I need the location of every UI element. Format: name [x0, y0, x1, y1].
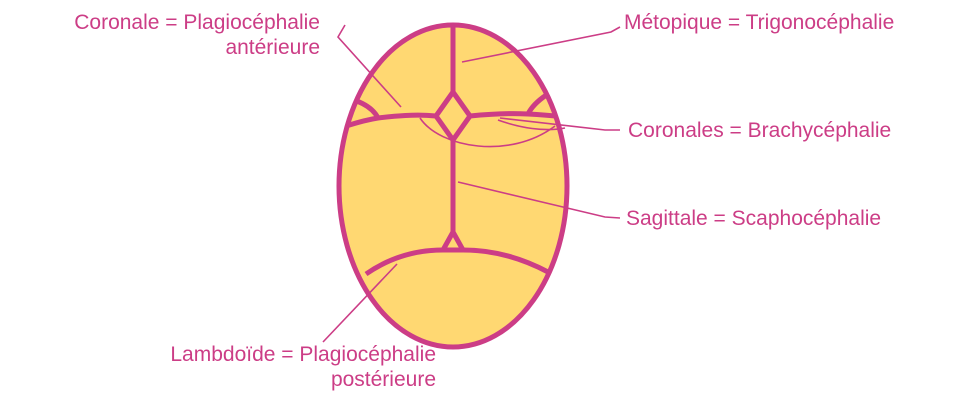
- label-lambdoide-line1: Lambdoïde = Plagiocéphalie: [100, 342, 436, 367]
- label-coronale-line2: antérieure: [10, 35, 320, 60]
- label-sagittale: Sagittale = Scaphocéphalie: [626, 206, 881, 231]
- label-lambdoide: Lambdoïde = Plagiocéphalie postérieure: [100, 342, 436, 392]
- label-coronale: Coronale = Plagiocéphalie antérieure: [10, 10, 320, 60]
- label-sagittale-text: Sagittale = Scaphocéphalie: [626, 207, 881, 230]
- label-coronales: Coronales = Brachycéphalie: [628, 118, 891, 143]
- label-metopique-text: Métopique = Trigonocéphalie: [624, 11, 894, 34]
- label-coronale-line1: Coronale = Plagiocéphalie: [10, 10, 320, 35]
- label-metopique: Métopique = Trigonocéphalie: [624, 10, 894, 35]
- label-lambdoide-line2: postérieure: [100, 367, 436, 392]
- label-coronales-text: Coronales = Brachycéphalie: [628, 119, 891, 142]
